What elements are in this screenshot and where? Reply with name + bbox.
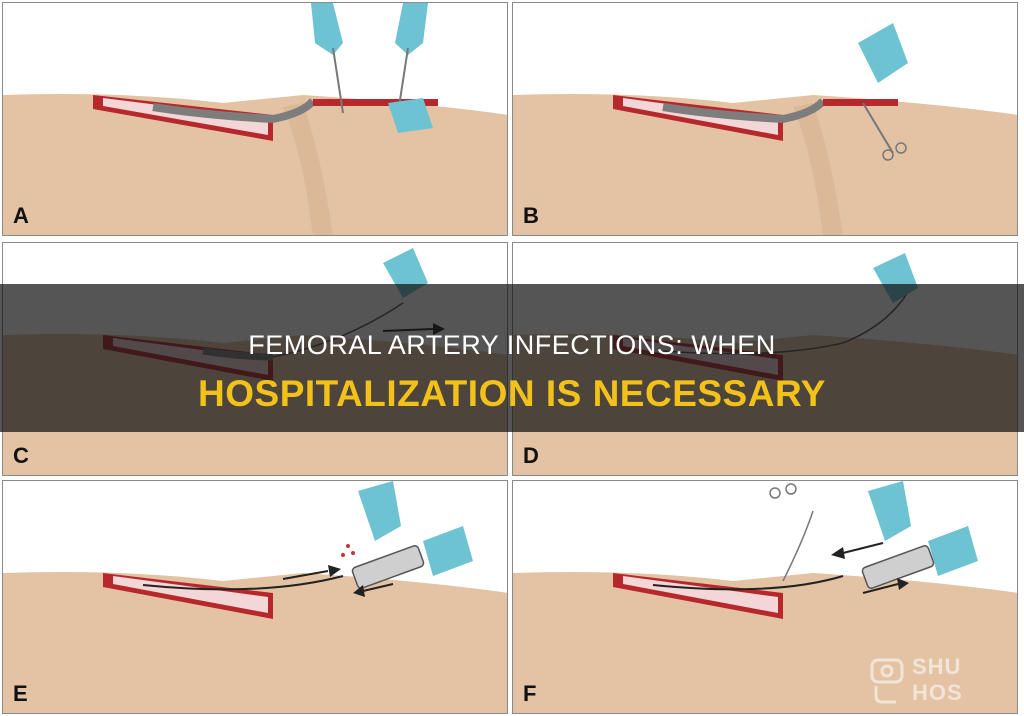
title-banner (0, 284, 1024, 432)
glove-icon (358, 481, 401, 541)
page-title-line1: FEMORAL ARTERY INFECTIONS: WHEN (248, 330, 776, 360)
glove-icon (311, 3, 343, 55)
page-title-line2: HOSPITALIZATION IS NECESSARY (198, 373, 826, 414)
glove-icon (423, 526, 473, 576)
panel-b: B (512, 2, 1018, 236)
panel-label: D (523, 443, 539, 468)
stethoscope-icon (870, 658, 904, 704)
panel-a-illustration (3, 3, 507, 235)
panel-f: F (512, 480, 1018, 714)
watermark-line2: HOS (912, 680, 963, 705)
panel-label: C (13, 443, 29, 468)
panel-e: E (2, 480, 508, 714)
glove-icon (868, 481, 911, 541)
glove-icon (388, 98, 433, 133)
panel-label: F (523, 681, 537, 706)
glove-icon (395, 3, 428, 55)
glove-icon (928, 526, 978, 576)
glove-icon (858, 23, 908, 83)
panel-label: A (13, 203, 29, 228)
watermark-logo: SHU HOS (868, 652, 1018, 708)
panel-label: B (523, 203, 539, 228)
panel-a: A (2, 2, 508, 236)
watermark-line1: SHU (912, 654, 962, 679)
panel-e-illustration (3, 481, 507, 713)
panel-f-illustration (513, 481, 1017, 713)
panel-b-illustration (513, 23, 1017, 235)
panel-label: E (13, 681, 28, 706)
